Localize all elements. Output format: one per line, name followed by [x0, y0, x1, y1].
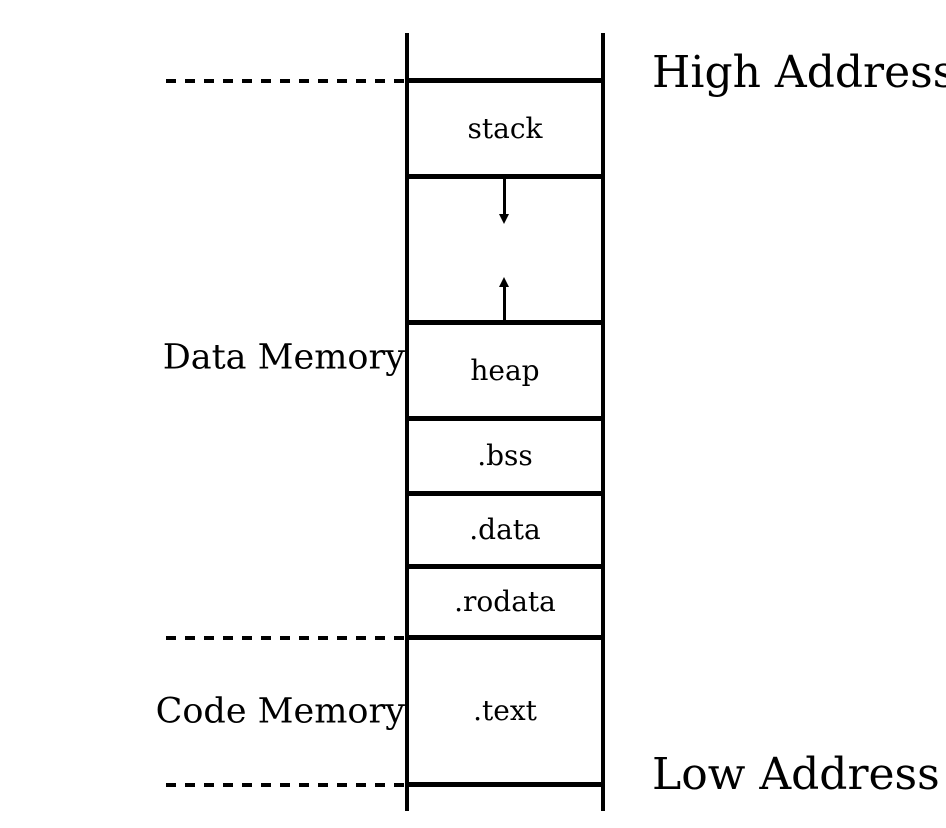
code-memory-label: Code Memory	[155, 691, 405, 732]
arrow-down-head	[499, 214, 509, 224]
segment-stack: stack	[467, 112, 543, 145]
arrow-up-stem	[503, 286, 506, 322]
divider-rodata-text	[405, 635, 605, 640]
low-address-label: Low Address	[652, 749, 940, 800]
high-address-label: High Address	[652, 47, 946, 98]
segment-heap: heap	[470, 354, 540, 387]
segment-data: .data	[469, 513, 541, 546]
segment-text: .text	[473, 694, 537, 727]
divider-heap-bss	[405, 416, 605, 421]
dashed-boundary-high-address	[166, 79, 405, 83]
data-memory-label: Data Memory	[162, 337, 405, 378]
divider-data-rodata	[405, 564, 605, 569]
column-left-rail	[405, 33, 409, 811]
dashed-boundary-low-address	[166, 783, 405, 787]
divider-stack-bottom	[405, 174, 605, 179]
arrow-down-stem	[503, 179, 506, 215]
segment-rodata: .rodata	[454, 585, 556, 618]
divider-stack-top	[405, 78, 605, 83]
arrow-up-icon	[499, 277, 510, 322]
divider-text-bottom	[405, 782, 605, 787]
column-right-rail	[601, 33, 605, 811]
arrow-down-icon	[499, 179, 510, 224]
arrow-up-head	[499, 277, 509, 287]
segment-bss: .bss	[477, 439, 533, 472]
divider-heap-top	[405, 320, 605, 325]
divider-bss-data	[405, 491, 605, 496]
dashed-boundary-data-code	[166, 636, 405, 640]
